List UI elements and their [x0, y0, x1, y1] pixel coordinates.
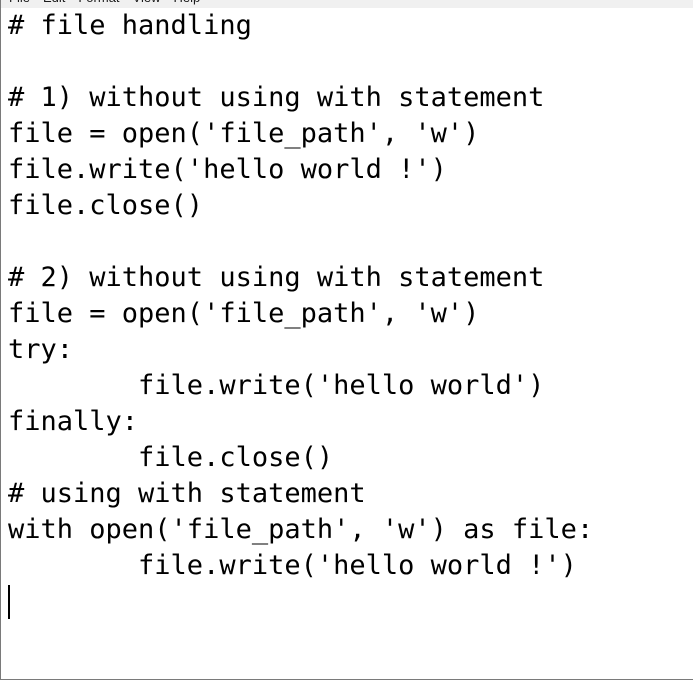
code-line: file = open('file_path', 'w') [8, 118, 480, 149]
code-line: # 2) without using with statement [8, 262, 545, 293]
code-line: # 1) without using with statement [8, 82, 545, 113]
code-line: file.write('hello world !') [8, 154, 447, 185]
code-line: with open('file_path', 'w') as file: [8, 514, 594, 545]
code-line [8, 224, 693, 260]
code-line [8, 44, 693, 80]
code-line: file.close() [8, 190, 204, 221]
code-line: # file handling [8, 10, 252, 41]
menu-item-format[interactable]: Format [78, 0, 119, 6]
code-line: # using with statement [8, 478, 366, 509]
code-line: file.write('hello world !') [8, 550, 577, 581]
text-editor-area[interactable]: # file handling # 1) without using with s… [1, 8, 693, 679]
menu-item-edit[interactable]: Edit [43, 0, 65, 6]
text-caret [8, 585, 10, 619]
menubar: File Edit Format View Help [1, 0, 693, 8]
code-line: file = open('file_path', 'w') [8, 298, 480, 329]
menu-item-file[interactable]: File [9, 0, 30, 6]
code-line: file.write('hello world') [8, 370, 545, 401]
menu-item-view[interactable]: View [133, 0, 161, 6]
code-line: finally: [8, 406, 139, 437]
menu-item-help[interactable]: Help [173, 0, 200, 6]
menu-row: File Edit Format View Help [9, 0, 693, 6]
code-line: file.close() [8, 442, 334, 473]
code-line: try: [8, 334, 74, 365]
code-line [8, 584, 693, 620]
